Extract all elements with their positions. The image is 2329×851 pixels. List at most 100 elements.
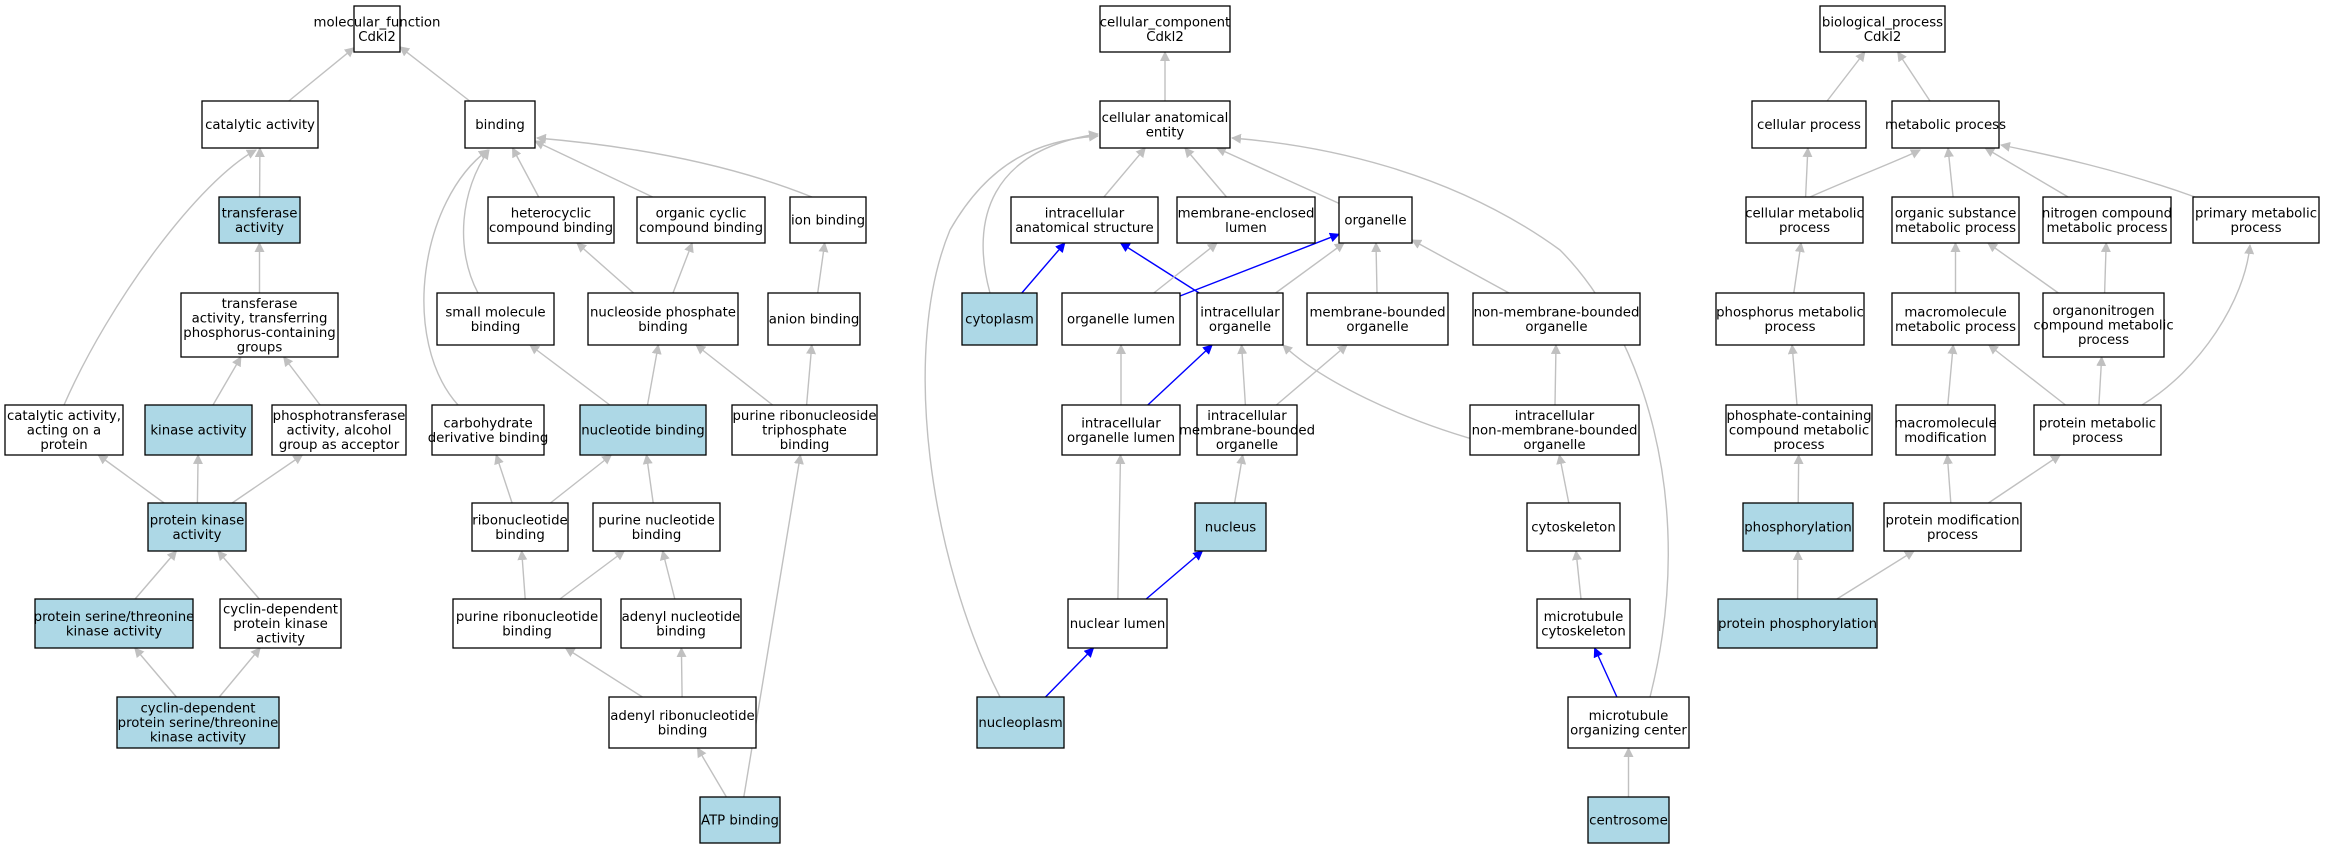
node-organelle-lumen[interactable]: organelle lumen bbox=[1061, 292, 1181, 346]
node-binding[interactable]: binding bbox=[464, 100, 536, 149]
node-label: phosphorylation bbox=[1744, 521, 1852, 536]
node-label: groups bbox=[237, 340, 283, 355]
edge-oncmp-to-osmp bbox=[1987, 242, 2059, 294]
node-kinase[interactable]: kinase activity bbox=[144, 404, 253, 456]
node-label: carbohydrate bbox=[443, 416, 532, 431]
edge-kinase-to-transferase_p bbox=[212, 356, 242, 406]
node-box bbox=[464, 100, 536, 149]
node-catalytic[interactable]: catalytic activity bbox=[201, 100, 319, 149]
node-centrosome[interactable]: centrosome bbox=[1587, 796, 1670, 844]
edge-protein_kinase-to-kinase bbox=[192, 454, 203, 504]
node-label: anion binding bbox=[769, 313, 860, 328]
edge-cytoplasm-to-ias bbox=[1021, 242, 1066, 294]
node-nuclear-lumen[interactable]: nuclear lumen bbox=[1067, 598, 1168, 649]
edge-osmp-to-metabolic_process bbox=[1943, 147, 1954, 198]
node-inmbo[interactable]: intracellularnon-membrane-boundedorganel… bbox=[1469, 404, 1640, 456]
node-nucleus[interactable]: nucleus bbox=[1194, 502, 1267, 552]
node-cellular-process[interactable]: cellular process bbox=[1751, 100, 1867, 149]
node-label: activity bbox=[235, 221, 284, 236]
node-label: macromolecule bbox=[1894, 416, 1996, 431]
node-phosphorylation[interactable]: phosphorylation bbox=[1742, 502, 1854, 552]
node-box bbox=[180, 292, 339, 358]
node-pphos[interactable]: protein phosphorylation bbox=[1717, 598, 1878, 649]
node-atp[interactable]: ATP binding bbox=[699, 796, 781, 844]
node-label: protein kinase bbox=[233, 617, 328, 632]
node-ion-binding[interactable]: ion binding bbox=[789, 196, 867, 244]
node-organelle[interactable]: organelle bbox=[1338, 196, 1413, 244]
node-cytoplasm[interactable]: cytoplasm bbox=[961, 292, 1038, 346]
node-metabolic-process[interactable]: metabolic process bbox=[1885, 100, 2006, 149]
node-label: modification bbox=[1904, 431, 1987, 446]
edge-prmp-to-oncmp bbox=[2096, 356, 2107, 406]
node-anion-binding[interactable]: anion binding bbox=[767, 292, 861, 346]
node-label: microtubule bbox=[1544, 610, 1624, 625]
node-label: organelle bbox=[1523, 438, 1585, 453]
edge-adenyl_ribonucleotide-to-adenyl_nucleotide bbox=[676, 647, 687, 698]
edge-mtoc-to-mt_cytoskeleton bbox=[1593, 647, 1618, 698]
edge-organic_cyclic-to-binding bbox=[534, 140, 653, 198]
node-label: process bbox=[2230, 221, 2281, 236]
node-box bbox=[431, 404, 545, 456]
node-label: kinase activity bbox=[150, 424, 246, 439]
node-box bbox=[1196, 404, 1298, 456]
node-label: phosphotransferase bbox=[273, 409, 406, 424]
node-label: binding bbox=[502, 624, 552, 639]
node-cytoskeleton[interactable]: cytoskeleton bbox=[1526, 502, 1621, 552]
node-nucleoplasm[interactable]: nucleoplasm bbox=[976, 696, 1065, 749]
node-box bbox=[4, 404, 124, 456]
edge-cdk_ser_thr-to-cdk bbox=[218, 647, 261, 698]
node-label: transferase bbox=[222, 297, 298, 312]
edge-nucleoside_phosphate-to-heterocyclic bbox=[576, 242, 635, 294]
edge-prmp-to-pmp bbox=[2141, 244, 2255, 406]
edge-protein_kinase-to-phosphotransferase bbox=[231, 454, 304, 504]
node-label: organic cyclic bbox=[656, 206, 747, 221]
node-nucleotide-binding[interactable]: nucleotide binding bbox=[579, 404, 707, 456]
node-label: adenyl nucleotide bbox=[622, 610, 741, 625]
edge-catalytic-to-mf_root bbox=[288, 47, 355, 102]
